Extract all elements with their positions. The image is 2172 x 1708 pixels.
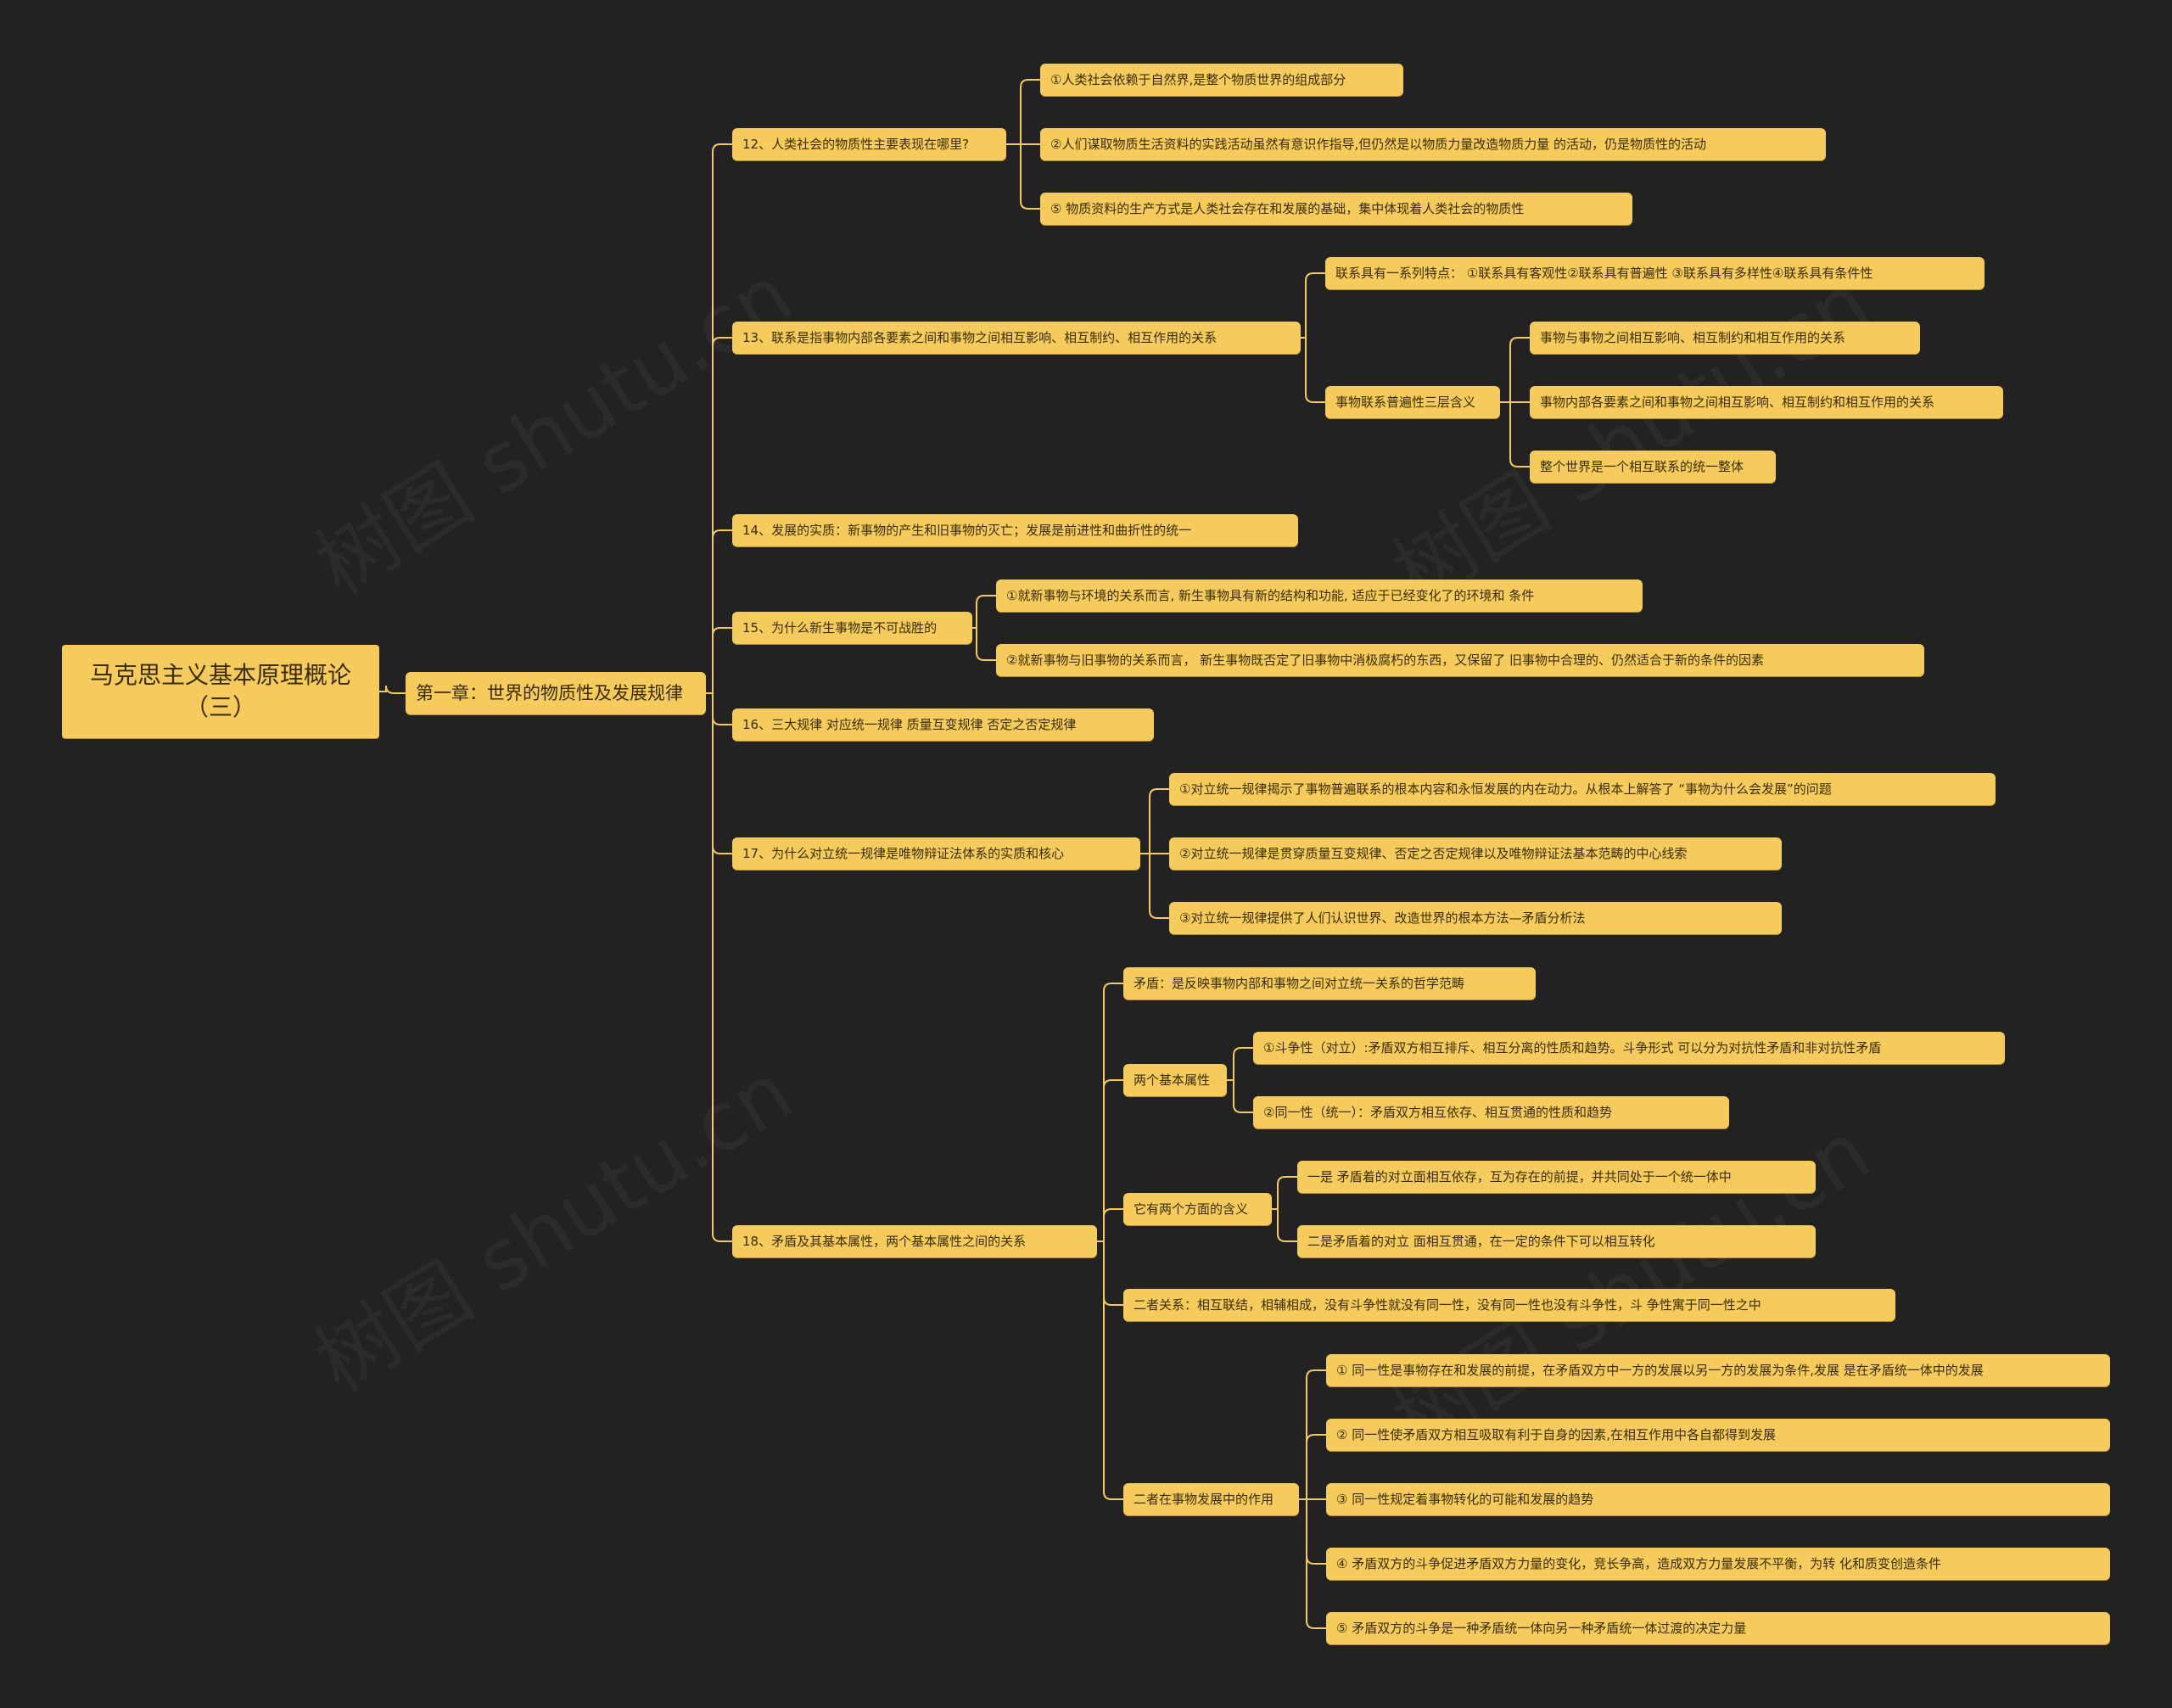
connector-line [1272, 1208, 1297, 1242]
q15-point-1-node[interactable]: ①就新事物与环境的关系而言, 新生事物具有新的结构和功能, 适应于已经变化了的环… [996, 580, 1643, 612]
connector-line [1299, 1498, 1326, 1565]
connector-line [1227, 1079, 1253, 1113]
q18-role-4-node[interactable]: ④ 矛盾双方的斗争促进矛盾双方力量的变化，竞长争高，造成双方力量发展不平衡，为转… [1326, 1548, 2110, 1580]
connector-line [1299, 1434, 1326, 1500]
q18-roles-node[interactable]: 二者在事物发展中的作用 [1123, 1483, 1299, 1515]
connector-line [706, 529, 732, 694]
connector-line [1097, 1208, 1123, 1242]
q18-attributes-node[interactable]: 两个基本属性 [1123, 1064, 1227, 1096]
q18-attribute-1-node[interactable]: ①斗争性（对立）:矛盾双方相互排斥、相互分离的性质和趋势。斗争形式 可以分为对抗… [1253, 1032, 2005, 1064]
q18-aspect-2-node[interactable]: 二是矛盾着的对立 面相互贯通，在一定的条件下可以相互转化 [1297, 1225, 1816, 1257]
q13-level-2-node[interactable]: 事物内部各要素之间和事物之间相互影响、相互制约和相互作用的关系 [1530, 386, 2003, 418]
connector-line [1500, 401, 1530, 468]
connector-line [1097, 983, 1123, 1242]
root-node[interactable]: 马克思主义基本原理概论（三） [62, 645, 379, 738]
connector-line [972, 627, 996, 661]
connector-line [706, 143, 732, 694]
question-15-node[interactable]: 15、为什么新生事物是不可战胜的 [732, 612, 972, 644]
connector-line [1097, 1240, 1123, 1500]
q15-point-2-node[interactable]: ②就新事物与旧事物的关系而言， 新生事物既否定了旧事物中消极腐朽的东西，又保留了… [996, 644, 1924, 676]
question-12-node[interactable]: 12、人类社会的物质性主要表现在哪里? [732, 128, 1006, 160]
connector-line [1500, 337, 1530, 403]
connector-line [706, 692, 732, 854]
connector-line [1097, 1240, 1123, 1306]
connector-line [1140, 788, 1169, 854]
q13-level-1-node[interactable]: 事物与事物之间相互影响、相互制约和相互作用的关系 [1530, 322, 1920, 354]
connector-line [706, 692, 732, 725]
question-14-node[interactable]: 14、发展的实质：新事物的产生和旧事物的灭亡；发展是前进性和曲折性的统一 [732, 514, 1298, 546]
question-16-node[interactable]: 16、三大规律 对应统一规律 质量互变规律 否定之否定规律 [732, 708, 1154, 741]
connector-line [1006, 143, 1040, 210]
connector-line [1301, 272, 1325, 339]
question-17-node[interactable]: 17、为什么对立统一规律是唯物辩证法体系的实质和核心 [732, 837, 1140, 870]
connector-line [1301, 337, 1325, 403]
connector-line [1299, 1498, 1326, 1629]
q18-role-5-node[interactable]: ⑤ 矛盾双方的斗争是一种矛盾统一体向另一种矛盾统一体过渡的决定力量 [1326, 1612, 2110, 1644]
connector-line [706, 692, 732, 1242]
q18-aspect-1-node[interactable]: 一是 矛盾着的对立面相互依存，互为存在的前提，并共同处于一个统一体中 [1297, 1161, 1816, 1193]
q13-features-node[interactable]: 联系具有一系列特点： ①联系具有客观性②联系具有普遍性 ③联系具有多样性④联系具… [1325, 257, 1984, 289]
connector-line [1299, 1369, 1326, 1500]
connector-line [1272, 1176, 1297, 1210]
connector-line [706, 337, 732, 694]
q17-point-1-node[interactable]: ①对立统一规律揭示了事物普遍联系的根本内容和永恒发展的内在动力。从根本上解答了 … [1169, 773, 1996, 805]
q18-definition-node[interactable]: 矛盾：是反映事物内部和事物之间对立统一关系的哲学范畴 [1123, 967, 1536, 1000]
q13-levels-node[interactable]: 事物联系普遍性三层含义 [1325, 386, 1500, 418]
q13-level-3-node[interactable]: 整个世界是一个相互联系的统一整体 [1530, 451, 1776, 483]
q17-point-3-node[interactable]: ③对立统一规律提供了人们认识世界、改造世界的根本方法—矛盾分析法 [1169, 902, 1782, 934]
chapter-1-node[interactable]: 第一章：世界的物质性及发展规律 [406, 672, 706, 714]
connector-line [1227, 1047, 1253, 1081]
q18-attribute-2-node[interactable]: ②同一性（统一）：矛盾双方相互依存、相互贯通的性质和趋势 [1253, 1096, 1729, 1128]
connector-line [1006, 79, 1040, 145]
q18-role-1-node[interactable]: ① 同一性是事物存在和发展的前提，在矛盾双方中一方的发展以另一方的发展为条件,发… [1326, 1354, 2110, 1386]
q12-point-5-node[interactable]: ⑤ 物质资料的生产方式是人类社会存在和发展的基础，集中体现着人类社会的物质性 [1040, 193, 1632, 225]
question-13-node[interactable]: 13、联系是指事物内部各要素之间和事物之间相互影响、相互制约、相互作用的关系 [732, 322, 1301, 354]
q18-role-2-node[interactable]: ② 同一性使矛盾双方相互吸取有利于自身的因素,在相互作用中各自都得到发展 [1326, 1419, 2110, 1451]
question-18-node[interactable]: 18、矛盾及其基本属性，两个基本属性之间的关系 [732, 1225, 1097, 1257]
q17-point-2-node[interactable]: ②对立统一规律是贯穿质量互变规律、否定之否定规律以及唯物辩证法基本范畴的中心线索 [1169, 837, 1782, 870]
q12-point-2-node[interactable]: ②人们谋取物质生活资料的实践活动虽然有意识作指导,但仍然是以物质力量改造物质力量… [1040, 128, 1826, 160]
q18-role-3-node[interactable]: ③ 同一性规定着事物转化的可能和发展的趋势 [1326, 1483, 2110, 1515]
connector-line [706, 627, 732, 694]
q18-relation-node[interactable]: 二者关系：相互联结，相辅相成，没有斗争性就没有同一性，没有同一性也没有斗争性，斗… [1123, 1289, 1895, 1321]
connector-line [972, 595, 996, 629]
q18-aspects-node[interactable]: 它有两个方面的含义 [1123, 1193, 1272, 1225]
connector-line [1140, 853, 1169, 919]
connector-line [1097, 1079, 1123, 1242]
q12-point-1-node[interactable]: ①人类社会依赖于自然界,是整个物质世界的组成部分 [1040, 64, 1403, 96]
connector-line [379, 685, 406, 694]
